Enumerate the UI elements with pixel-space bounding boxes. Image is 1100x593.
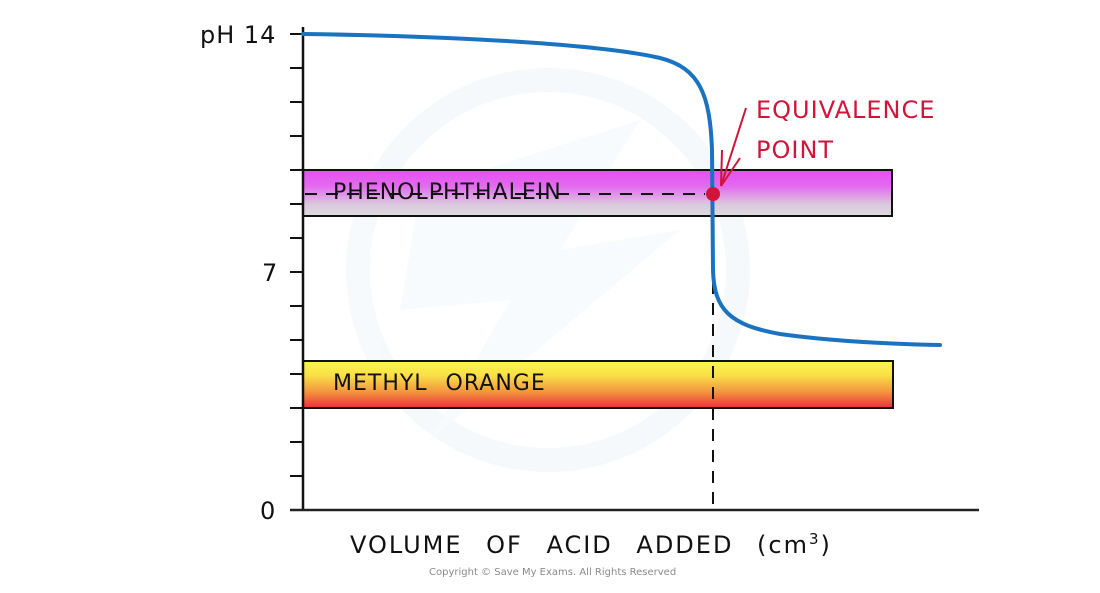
x-axis-label-close: ) [820,531,832,559]
methyl-orange-band [302,360,894,409]
x-axis-label: VOLUME OF ACID ADDED (cm3) [350,530,832,559]
copyright-notice: Copyright © Save My Exams. All Rights Re… [429,567,677,578]
y-axis [290,27,305,511]
y-label-7: 7 [262,259,279,287]
phenolphthalein-label: PHENOLPHTHALEIN [333,180,562,205]
equivalence-point-marker [706,187,720,201]
y-label-14: pH 14 [200,21,277,49]
equivalence-label-line2: POINT [756,136,835,164]
equivalence-arrow-icon [720,107,747,187]
equivalence-label-line1: EQUIVALENCE [756,96,936,124]
methyl-orange-label: METHYL ORANGE [333,371,546,396]
x-axis-label-text: VOLUME OF ACID ADDED (cm [350,531,809,559]
titration-curve [301,32,942,347]
y-label-0: 0 [260,497,277,525]
equivalence-point-label: EQUIVALENCE POINT [756,90,935,170]
x-axis-label-superscript: 3 [808,530,821,548]
